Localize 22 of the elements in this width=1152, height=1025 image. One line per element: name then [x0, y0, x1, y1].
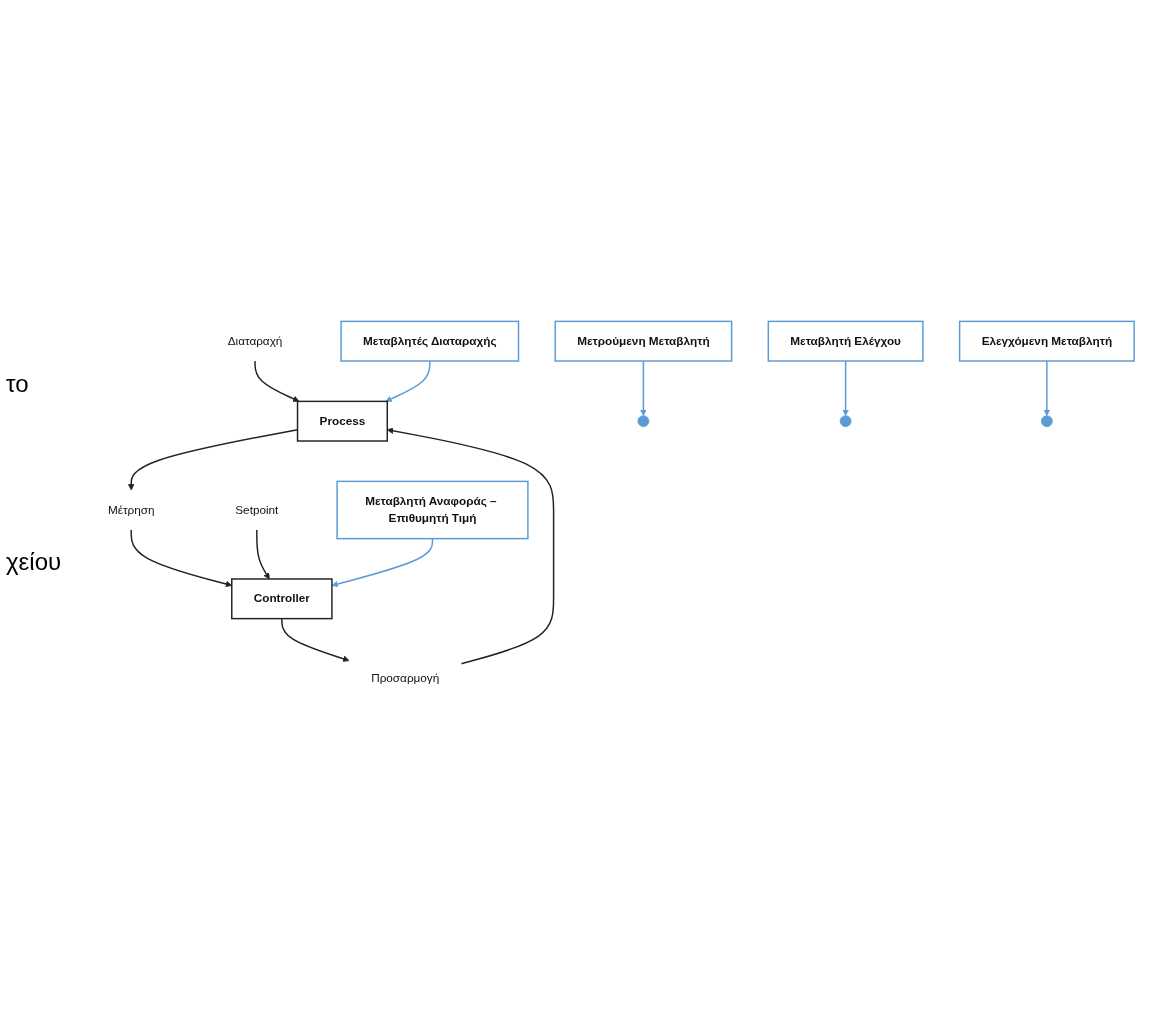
- node-box: Μετρούμενη Μεταβλητή: [554, 320, 733, 362]
- text-fragment: χείου: [6, 548, 62, 576]
- node-box: Process: [296, 400, 388, 442]
- node-text: Προσαρμογή: [371, 672, 440, 685]
- arrow: [387, 427, 555, 665]
- arrow: [256, 529, 270, 580]
- node-box: Μεταβλητή Ελέγχου: [767, 320, 924, 362]
- node-box: Controller: [231, 578, 333, 620]
- node-text: Διαταραχή: [227, 334, 283, 348]
- arrow: [842, 360, 849, 416]
- node-box: Ελεγχόμενη Μεταβλητή: [958, 320, 1135, 362]
- node-box: Μεταβλητές Διαταραχής: [340, 320, 520, 362]
- arrow: [385, 360, 431, 402]
- arrow: [331, 537, 434, 588]
- arrow: [281, 617, 350, 662]
- arrow: [254, 360, 300, 402]
- arrow: [1043, 360, 1051, 416]
- node-text: Setpoint: [235, 503, 279, 516]
- node-text: Μέτρηση: [107, 503, 155, 516]
- arrow: [640, 360, 647, 416]
- text-fragment: το: [6, 370, 30, 398]
- node-box: Μεταβλητή Αναφοράς – Επιθυμητή Τιμή: [336, 480, 529, 540]
